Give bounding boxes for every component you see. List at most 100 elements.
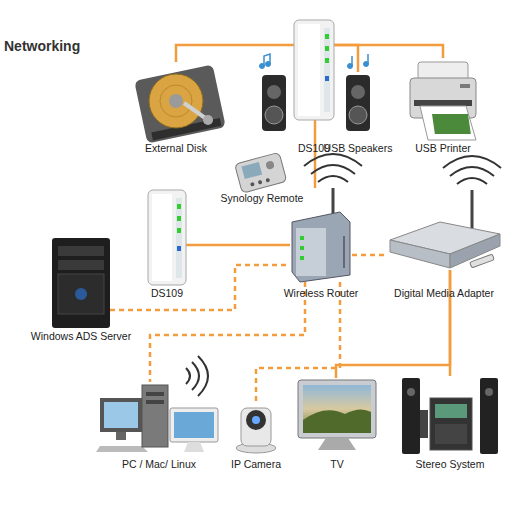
music-note bbox=[364, 62, 369, 67]
hard-disk bbox=[160, 85, 192, 117]
hard-disk bbox=[151, 118, 221, 140]
device-node: Synology Remote bbox=[237, 156, 287, 190]
device-node: Digital Media Adapter bbox=[388, 216, 500, 270]
speaker bbox=[262, 75, 286, 131]
network-cable bbox=[256, 282, 340, 404]
speaker bbox=[262, 75, 370, 131]
wireless-router bbox=[343, 236, 345, 268]
ip-camera bbox=[236, 443, 276, 453]
printer bbox=[410, 78, 476, 118]
media-adapter bbox=[443, 156, 501, 168]
nas-device bbox=[298, 24, 320, 116]
device-label: IP Camera bbox=[231, 458, 281, 471]
hard-disk bbox=[134, 64, 226, 143]
computers bbox=[146, 392, 164, 396]
device-node: TV bbox=[296, 378, 378, 450]
server-tower bbox=[52, 238, 110, 328]
speaker bbox=[265, 106, 283, 124]
wireless-router bbox=[304, 154, 362, 166]
remote-control bbox=[235, 152, 287, 193]
server-tower bbox=[58, 260, 104, 270]
nas-device bbox=[324, 28, 330, 112]
wireless-router bbox=[332, 188, 335, 216]
nas-device bbox=[325, 34, 329, 39]
music-note bbox=[260, 54, 369, 69]
speaker bbox=[351, 85, 365, 99]
nas-device bbox=[152, 194, 172, 281]
remote-control bbox=[265, 160, 275, 170]
ip-camera bbox=[236, 408, 276, 453]
ip-camera bbox=[252, 416, 260, 424]
television bbox=[303, 385, 371, 433]
wireless-router bbox=[292, 212, 350, 282]
printer bbox=[418, 62, 468, 80]
ip-camera bbox=[241, 408, 271, 446]
media-adapter bbox=[471, 190, 474, 230]
device-node: USB Speakers bbox=[345, 72, 371, 132]
speaker bbox=[346, 75, 370, 131]
nas-device bbox=[325, 76, 329, 81]
device-node: PC / Mac/ Linux bbox=[98, 382, 220, 450]
computers bbox=[192, 362, 199, 390]
computers bbox=[184, 442, 204, 452]
wireless-router bbox=[300, 246, 304, 250]
hard-disk bbox=[134, 64, 226, 143]
wireless-router bbox=[300, 256, 304, 260]
remote-control bbox=[241, 162, 262, 179]
computers bbox=[186, 368, 190, 384]
speaker bbox=[267, 85, 281, 99]
network-cable bbox=[336, 270, 450, 378]
device-node: USB Printer bbox=[408, 58, 478, 140]
nas-device bbox=[294, 20, 334, 120]
stereo-system bbox=[435, 424, 467, 444]
wireless-router bbox=[292, 154, 362, 282]
device-label: USB Printer bbox=[415, 142, 470, 155]
device-node: DS109 bbox=[294, 20, 334, 120]
nas-device bbox=[177, 246, 181, 251]
device-label: PC / Mac/ Linux bbox=[122, 458, 196, 471]
media-adapter bbox=[470, 254, 495, 268]
device-label: Windows ADS Server bbox=[31, 330, 131, 343]
ip-camera bbox=[246, 410, 266, 430]
device-label: Stereo System bbox=[416, 458, 485, 471]
network-cable bbox=[110, 265, 290, 310]
device-node: Stereo System bbox=[400, 376, 500, 456]
computers bbox=[100, 398, 142, 432]
network-cable bbox=[176, 45, 294, 62]
music-note bbox=[348, 64, 353, 69]
device-label: Synology Remote bbox=[221, 192, 304, 205]
hard-disk bbox=[169, 94, 183, 108]
diagram-title: Networking bbox=[4, 38, 80, 54]
television bbox=[303, 409, 371, 433]
computers bbox=[146, 400, 164, 404]
stereo-system bbox=[435, 404, 467, 418]
stereo-system bbox=[430, 398, 472, 450]
remote-control bbox=[265, 178, 270, 183]
device-label: TV bbox=[330, 458, 343, 471]
nas-device bbox=[294, 20, 334, 120]
wireless-router bbox=[311, 165, 355, 174]
nas-device bbox=[177, 216, 181, 221]
printer bbox=[410, 62, 476, 140]
television bbox=[298, 380, 376, 450]
device-label: External Disk bbox=[145, 142, 207, 155]
speaker bbox=[349, 106, 367, 124]
computers bbox=[198, 356, 208, 396]
stereo-system bbox=[407, 388, 415, 396]
server-tower bbox=[58, 274, 104, 314]
remote-control bbox=[258, 180, 263, 185]
printer bbox=[420, 106, 476, 140]
hard-disk bbox=[203, 115, 213, 125]
remote-control bbox=[235, 152, 287, 193]
media-adapter bbox=[457, 178, 487, 184]
device-label: USB Speakers bbox=[324, 142, 393, 155]
device-label: DS109 bbox=[151, 287, 183, 300]
computers bbox=[174, 412, 214, 438]
computers bbox=[142, 385, 168, 447]
remote-control bbox=[250, 182, 255, 187]
computers bbox=[170, 408, 218, 442]
stereo-system bbox=[402, 378, 498, 454]
media-adapter bbox=[390, 222, 500, 254]
network-cable bbox=[334, 45, 443, 58]
